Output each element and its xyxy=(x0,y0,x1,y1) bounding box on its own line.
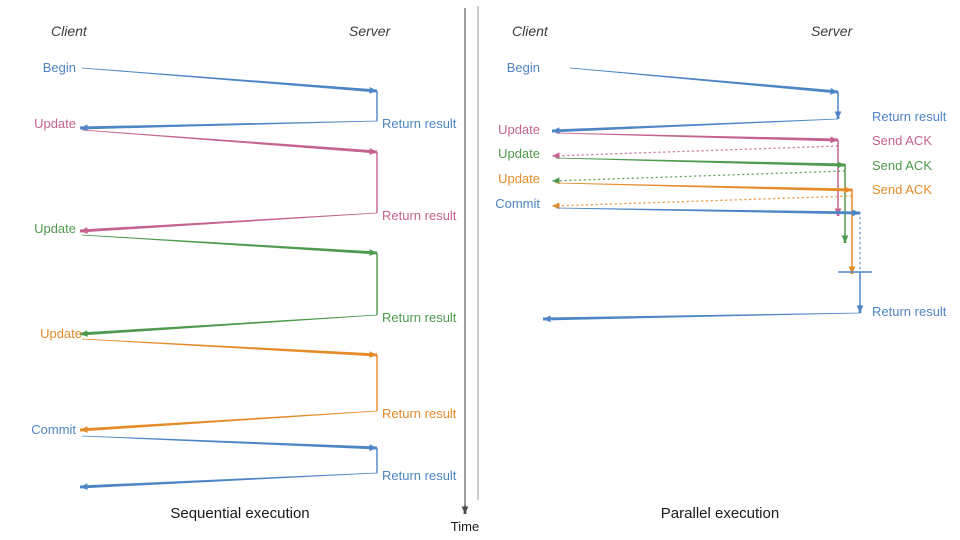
update2-request-arrowhead xyxy=(837,161,845,169)
begin-return-line xyxy=(551,118,839,133)
server-message-label-sequential-4: Return result xyxy=(382,468,457,483)
msg-request-update-3-line xyxy=(81,338,378,357)
server-message-label-parallel-3: Send ACK xyxy=(872,182,932,197)
time-axis-arrowhead xyxy=(461,506,469,514)
server-message-label-sequential-0: Return result xyxy=(382,116,457,131)
begin-server-bar-head-arrowhead xyxy=(834,111,842,119)
client-message-label-parallel-2: Update xyxy=(498,146,540,161)
commit-request-line xyxy=(555,207,861,215)
update3-request-arrowhead xyxy=(844,186,852,194)
client-message-label-parallel-0: Begin xyxy=(506,60,540,75)
server-message-label-sequential-1: Return result xyxy=(382,208,457,223)
actor-header-client-sequential: Client xyxy=(51,23,87,39)
begin-request-line xyxy=(569,67,839,94)
client-message-label-sequential-4: Commit xyxy=(31,422,76,437)
msg-return-update-3-line xyxy=(79,410,378,432)
server-message-label-parallel-1: Send ACK xyxy=(872,133,932,148)
commit-return-line xyxy=(542,312,861,321)
msg-return-update-2-line xyxy=(79,314,378,336)
update1-ack-arrowhead xyxy=(552,152,560,160)
commit-return-arrowhead xyxy=(543,315,551,323)
server-message-label-parallel-4: Return result xyxy=(872,304,947,319)
msg-return-update-3-arrowhead xyxy=(80,426,88,433)
msg-return-update-2-arrowhead xyxy=(80,330,88,337)
green-lifeline-end-arrowhead xyxy=(841,235,849,243)
client-message-label-parallel-1: Update xyxy=(498,122,540,137)
begin-return-arrowhead xyxy=(552,127,560,135)
actor-header-server-parallel: Server xyxy=(811,23,853,39)
msg-return-update-1-arrowhead xyxy=(80,227,88,234)
update1-ack-line xyxy=(551,145,839,157)
msg-return-begin-arrowhead xyxy=(80,124,88,132)
update2-ack-arrowhead xyxy=(552,177,560,185)
commit-server-bar-head-arrowhead xyxy=(856,305,864,313)
msg-request-update-1-line xyxy=(81,129,378,154)
msg-request-update-2-line xyxy=(81,234,378,255)
msg-request-commit-line xyxy=(81,435,378,450)
server-message-label-parallel-0: Return result xyxy=(872,109,947,124)
client-message-label-sequential-1: Update xyxy=(34,116,76,131)
update2-request-line xyxy=(555,157,846,167)
update3-request-line xyxy=(555,182,853,192)
panel-caption-sequential: Sequential execution xyxy=(170,505,310,522)
msg-request-begin-line xyxy=(81,67,378,93)
server-message-label-sequential-3: Return result xyxy=(382,406,457,421)
server-message-label-sequential-2: Return result xyxy=(382,310,457,325)
panel-caption-parallel: Parallel execution xyxy=(660,505,780,522)
client-message-label-sequential-2: Update xyxy=(34,221,76,236)
time-axis-label: Time xyxy=(450,519,480,534)
update1-request-arrowhead xyxy=(830,136,838,144)
server-message-label-parallel-2: Send ACK xyxy=(872,158,932,173)
msg-return-update-1-line xyxy=(79,212,378,233)
msg-request-begin-arrowhead xyxy=(369,87,377,94)
update1-request-line xyxy=(555,132,839,142)
orange-lifeline-end-arrowhead xyxy=(848,266,856,274)
actor-header-server-sequential: Server xyxy=(349,23,391,39)
begin-request-arrowhead xyxy=(830,87,838,95)
msg-request-update-1-arrowhead xyxy=(369,148,377,155)
msg-return-commit-arrowhead xyxy=(80,483,88,491)
update2-ack-line xyxy=(551,170,846,182)
client-message-label-sequential-3: Update xyxy=(40,326,82,341)
client-message-label-parallel-4: Commit xyxy=(495,196,540,211)
client-message-label-parallel-3: Update xyxy=(498,171,540,186)
msg-return-begin-line xyxy=(79,120,378,130)
update3-ack-arrowhead xyxy=(552,202,560,210)
msg-request-commit-arrowhead xyxy=(369,444,377,452)
actor-header-client-parallel: Client xyxy=(512,23,548,39)
client-message-label-sequential-0: Begin xyxy=(42,60,76,75)
msg-request-update-2-arrowhead xyxy=(369,249,377,256)
msg-request-update-3-arrowhead xyxy=(369,351,377,358)
msg-return-commit-line xyxy=(79,472,378,489)
update3-ack-line xyxy=(551,195,853,207)
commit-request-arrowhead xyxy=(852,209,860,217)
